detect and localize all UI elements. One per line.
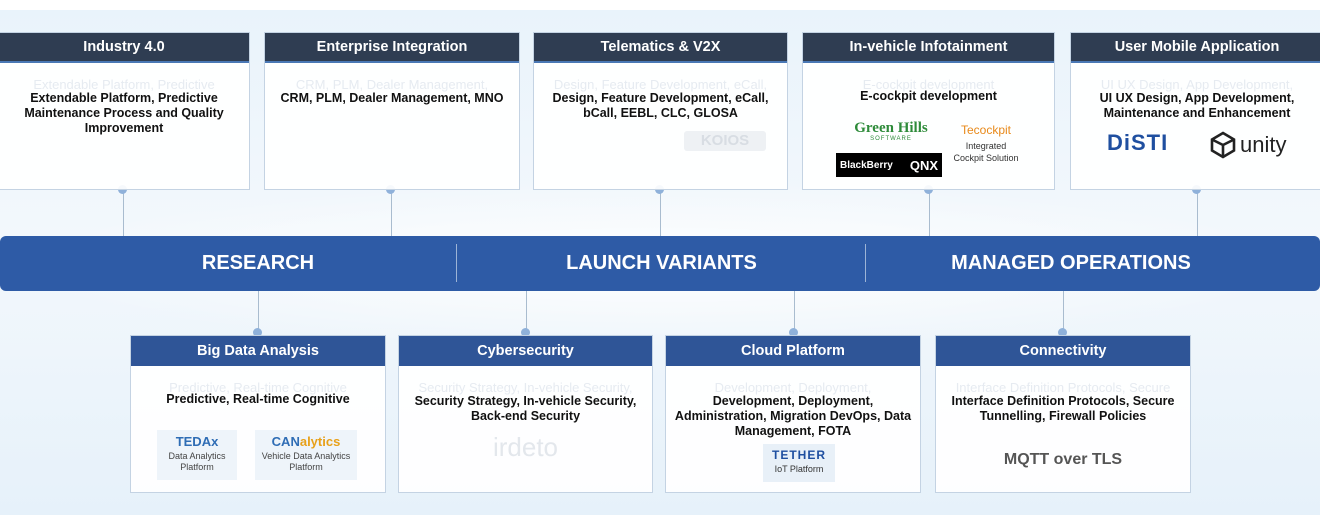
phase-divider: [865, 244, 866, 282]
card-title: Big Data Analysis: [131, 336, 385, 366]
connector-dot: [521, 328, 530, 337]
ghost-text: Predictive, Real-time Cognitive: [169, 380, 347, 395]
canalytics-subtext: Platform: [289, 462, 323, 472]
tether-logo: TETHER IoT Platform: [763, 444, 835, 482]
ghost-text: Design, Feature Development, eCall,: [553, 77, 768, 92]
tecockpit-subtext: Cockpit Solution: [953, 153, 1019, 163]
card-title: Telematics & V2X: [534, 33, 787, 63]
card-description: Interface Definition Protocols, Secure T…: [951, 394, 1175, 423]
connector-line: [258, 291, 259, 336]
connector-dot: [253, 328, 262, 337]
card-title: Cloud Platform: [666, 336, 920, 366]
card-description: Security Strategy, In-vehicle Security, …: [414, 394, 637, 423]
card-industry-4: Industry 4.0 Extendable Platform, Predic…: [0, 32, 250, 190]
tecockpit-subtext: Integrated: [965, 141, 1007, 151]
ghost-text: CRM, PLM, Dealer Management,: [295, 77, 489, 92]
card-description: Design, Feature Development, eCall, bCal…: [552, 91, 769, 120]
connector-line: [660, 189, 661, 236]
mqtt-label: MQTT over TLS: [1003, 451, 1123, 468]
tedax-wordmark: TEDAx: [175, 434, 219, 449]
tedax-subtext: Data Analytics: [168, 451, 226, 461]
ghost-text: Security Strategy, In-vehicle Security,: [418, 380, 633, 395]
card-title: Connectivity: [936, 336, 1190, 366]
canalytics-subtext: Vehicle Data Analytics: [261, 451, 351, 461]
card-description: Predictive, Real-time Cognitive: [166, 392, 350, 406]
koios-logo: KOIOS: [684, 131, 766, 151]
card-description: Development, Deployment, Administration,…: [674, 394, 912, 438]
card-cloud-platform: Cloud Platform Development, Deployment, …: [665, 335, 921, 493]
connector-line: [391, 189, 392, 236]
card-description: Extendable Platform, Predictive Maintena…: [24, 91, 224, 135]
card-cybersecurity: Cybersecurity Security Strategy, In-vehi…: [398, 335, 653, 493]
ghost-text: Extendable Platform, Predictive: [33, 77, 215, 92]
ghost-text: Interface Definition Protocols, Secure: [955, 380, 1171, 395]
canalytics-wordmark: CANalytics: [255, 434, 357, 449]
canalytics-wordmark-part: CAN: [271, 434, 300, 449]
irdeto-logo: irdeto: [492, 432, 559, 462]
phase-managed-operations: MANAGED OPERATIONS: [951, 252, 1191, 274]
phase-band: RESEARCH LAUNCH VARIANTS MANAGED OPERATI…: [0, 236, 1320, 291]
phase-divider: [456, 244, 457, 282]
green-hills-wordmark: Green Hills: [854, 120, 928, 136]
card-description: UI UX Design, App Development, Maintenan…: [1099, 91, 1295, 120]
card-in-vehicle-infotainment: In-vehicle Infotainment E-cockpit develo…: [802, 32, 1055, 190]
card-title: Industry 4.0: [0, 33, 249, 63]
card-description: CRM, PLM, Dealer Management, MNO: [280, 91, 504, 105]
tether-wordmark: TETHER: [772, 448, 826, 462]
ghost-text: Development, Deployment,: [714, 380, 872, 395]
green-hills-subtext: SOFTWARE: [870, 136, 912, 142]
tecockpit-logo: Tecockpit Integrated Cockpit Solution: [948, 123, 1024, 164]
connector-dot: [789, 328, 798, 337]
connector-line: [123, 189, 124, 236]
unity-logo: unity: [1209, 131, 1286, 159]
tedax-subtext: Platform: [180, 462, 214, 472]
tether-subtext: IoT Platform: [774, 464, 824, 474]
unity-cube-icon: [1210, 131, 1236, 159]
ghost-text: UI UX Design, App Development,: [1100, 77, 1294, 92]
tecockpit-wordmark: Tecockpit: [960, 123, 1012, 137]
unity-wordmark: unity: [1240, 132, 1287, 157]
card-title: In-vehicle Infotainment: [803, 33, 1054, 63]
blackberry-wordmark: BlackBerry: [840, 159, 893, 171]
qnx-wordmark: QNX: [909, 157, 938, 173]
green-hills-logo: Green Hills SOFTWARE: [851, 120, 931, 142]
card-enterprise-integration: Enterprise Integration CRM, PLM, Dealer …: [264, 32, 520, 190]
canalytics-wordmark-part: alytics: [299, 434, 341, 449]
card-title: Enterprise Integration: [265, 33, 519, 63]
card-title: Cybersecurity: [399, 336, 652, 366]
phase-research: RESEARCH: [201, 252, 315, 274]
connector-line: [1063, 291, 1064, 336]
tedax-logo: TEDAx Data Analytics Platform: [157, 430, 237, 480]
phase-launch-variants: LAUNCH VARIANTS: [566, 252, 757, 274]
disti-logo: DiSTI: [1107, 130, 1169, 155]
connector-dot: [1058, 328, 1067, 337]
connector-line: [1197, 189, 1198, 236]
canalytics-logo: CANalytics Vehicle Data Analytics Platfo…: [255, 430, 357, 480]
card-telematics-v2x: Telematics & V2X Design, Feature Develop…: [533, 32, 788, 190]
card-connectivity: Connectivity Interface Definition Protoc…: [935, 335, 1191, 493]
card-description: E-cockpit development: [860, 89, 997, 103]
card-big-data-analysis: Big Data Analysis Predictive, Real-time …: [130, 335, 386, 493]
card-title: User Mobile Application: [1071, 33, 1320, 63]
blackberry-qnx-logo: BlackBerry QNX: [836, 153, 942, 177]
ghost-text: E-cockpit development: [862, 77, 995, 92]
card-user-mobile-application: User Mobile Application UI UX Design, Ap…: [1070, 32, 1320, 190]
connector-line: [929, 189, 930, 236]
connector-line: [526, 291, 527, 336]
connector-line: [794, 291, 795, 336]
